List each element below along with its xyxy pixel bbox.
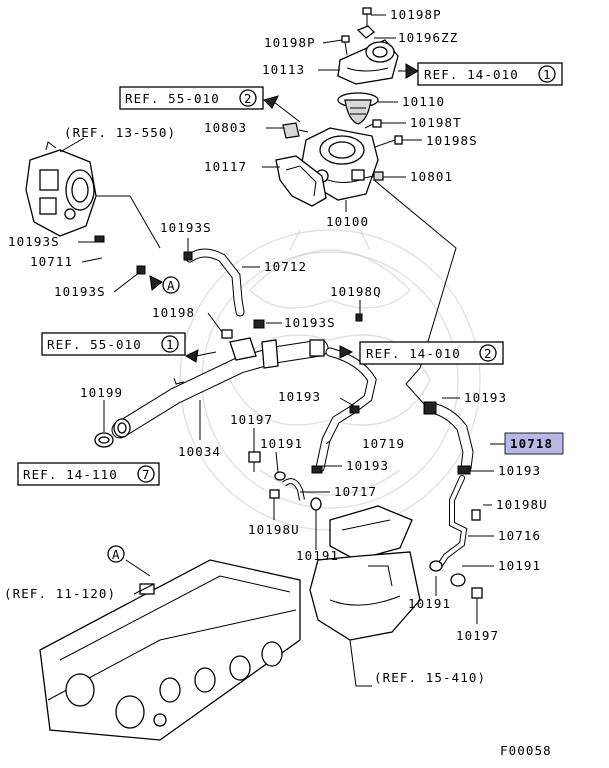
connector-a-lower-text: A	[112, 547, 121, 562]
ref-14-010-2-num: 2	[484, 346, 493, 361]
bolt-10198q	[355, 313, 363, 322]
bolt-10197-right	[471, 587, 483, 606]
label-10198p-top: 10198P	[390, 7, 442, 22]
bolt-10198s	[371, 135, 403, 149]
connector-a-lower: A	[107, 545, 125, 563]
bolt-10198t	[364, 119, 382, 129]
label-10110: 10110	[402, 94, 445, 109]
label-10198q: 10198Q	[330, 284, 382, 299]
label-10198: 10198	[152, 305, 195, 320]
connector-a-upper-text: A	[167, 278, 176, 293]
ref-55-010-2[interactable]: REF. 55-010 2	[119, 86, 264, 110]
label-10197-left: 10197	[230, 412, 273, 427]
label-10193-mid: 10193	[278, 389, 321, 404]
hose-10711	[94, 235, 146, 275]
label-10191-d: 10191	[498, 558, 541, 573]
label-10803: 10803	[204, 120, 247, 135]
label-10198u-left: 10198U	[248, 522, 300, 537]
ref-11-120-text: (REF. 11-120)	[4, 586, 116, 601]
ref-55-010-2-text: REF. 55-010	[125, 91, 220, 106]
water-pipe-10034	[111, 337, 329, 439]
thermostat-10110	[337, 92, 379, 125]
hose-10718[interactable]	[423, 401, 474, 475]
label-10198u-right: 10198U	[496, 497, 548, 512]
label-10113: 10113	[262, 62, 305, 77]
gasket-10199	[94, 432, 114, 448]
bolt-10198	[221, 329, 233, 339]
water-outlet-10113	[337, 39, 399, 85]
label-10193-right2: 10193	[498, 463, 541, 478]
hose-10712	[183, 248, 245, 317]
leader-lines	[59, 14, 506, 687]
label-10193s-left: 10193S	[8, 234, 60, 249]
bolt-10197-left	[248, 451, 261, 472]
label-10193s-lower: 10193S	[54, 284, 106, 299]
bolt-10198p-top	[362, 7, 372, 28]
ref-14-110-7[interactable]: REF. 14-110 7	[17, 462, 160, 486]
label-10193s-right: 10193S	[284, 315, 336, 330]
label-10034: 10034	[178, 444, 221, 459]
label-10117: 10117	[204, 159, 247, 174]
label-10719: 10719	[362, 436, 405, 451]
label-10716: 10716	[498, 528, 541, 543]
connector-a-upper: A	[162, 276, 180, 294]
label-10191-b: 10191	[296, 548, 339, 563]
bolt-10198u-left	[269, 489, 280, 499]
gasket-10191-d	[450, 573, 466, 587]
ref-14-010-1-text: REF. 14-010	[424, 67, 519, 82]
gasket-10117	[275, 155, 327, 207]
pipe-10716	[435, 475, 481, 571]
gasket-10196zz	[356, 25, 375, 39]
ref-14-110-7-text: REF. 14-110	[23, 467, 118, 482]
label-10198t: 10198T	[410, 115, 462, 130]
ref-14-010-1-num: 1	[543, 67, 552, 82]
label-10191-a: 10191	[260, 436, 303, 451]
ref-14-010-2[interactable]: REF. 14-010 2	[359, 341, 504, 365]
ref-14-010-2-text: REF. 14-010	[366, 346, 461, 361]
ref-14-010-1[interactable]: REF. 14-010 1	[417, 62, 563, 86]
label-10100: 10100	[326, 214, 369, 229]
ref-13-550[interactable]: (REF. 13-550)	[64, 125, 176, 140]
throttle-body	[25, 141, 97, 237]
figure-code: F00058	[500, 743, 552, 758]
sensor-10801	[363, 171, 384, 181]
gasket-10191-b	[310, 497, 322, 511]
label-10198p-left: 10198P	[264, 35, 316, 50]
ref-55-010-2-num: 2	[244, 91, 253, 106]
ref-15-410-text: (REF. 15-410)	[374, 670, 486, 685]
gasket-10191-a	[274, 471, 286, 481]
part-labels: 10198P 10198P 10196ZZ 10113 10110 10803 …	[8, 7, 552, 758]
label-10198s: 10198S	[426, 133, 478, 148]
ref-15-410[interactable]: (REF. 15-410)	[374, 670, 486, 685]
ref-13-550-text: (REF. 13-550)	[64, 125, 176, 140]
ref-14-110-7-num: 7	[142, 467, 151, 482]
label-10193s-mid: 10193S	[160, 220, 212, 235]
clamp-10193s-right	[253, 319, 265, 329]
gasket-10191-c	[429, 560, 443, 572]
ref-55-010-1-text: REF. 55-010	[47, 337, 142, 352]
label-10712: 10712	[264, 259, 307, 274]
ref-arrows	[149, 63, 419, 363]
hose-10719	[311, 347, 377, 474]
highlight-10718[interactable]: 10718	[504, 432, 564, 455]
cylinder-head	[39, 559, 301, 741]
label-10193-lower: 10193	[346, 458, 389, 473]
bolt-10198p-left	[341, 35, 350, 56]
label-10718[interactable]: 10718	[510, 436, 553, 451]
label-10196zz: 10196ZZ	[398, 30, 458, 45]
label-10197-right: 10197	[456, 628, 499, 643]
label-10801: 10801	[410, 169, 453, 184]
ref-55-010-1-num: 1	[166, 337, 175, 352]
sensor-10803	[282, 122, 309, 139]
ref-11-120[interactable]: (REF. 11-120)	[4, 586, 116, 601]
label-10717: 10717	[334, 484, 377, 499]
label-10193-right: 10193	[464, 390, 507, 405]
label-10711: 10711	[30, 254, 73, 269]
coolant-passage-block	[309, 505, 421, 641]
ref-55-010-1[interactable]: REF. 55-010 1	[41, 332, 186, 356]
label-10199: 10199	[80, 385, 123, 400]
label-10191-c: 10191	[408, 596, 451, 611]
pipe-10717	[282, 478, 305, 501]
